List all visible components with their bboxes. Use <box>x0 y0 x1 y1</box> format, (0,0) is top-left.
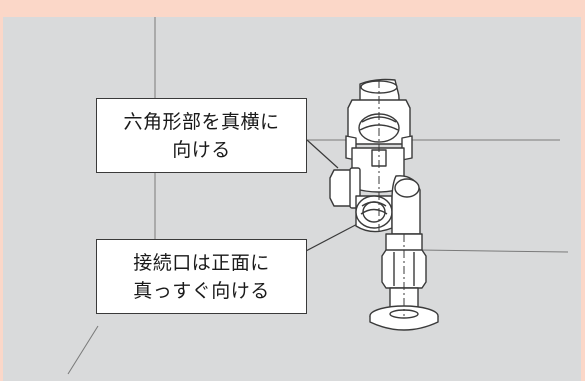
front-port-thread <box>360 201 388 215</box>
wall-corner-lines <box>67 17 569 375</box>
callout-connection-port: 接続口は正面に 真っすぐ向ける <box>96 239 307 314</box>
callout-hex-line1: 六角形部を真横に <box>123 110 280 133</box>
floor-horizontal-line <box>419 249 569 253</box>
callout-port-line1: 接続口は正面に <box>133 251 270 274</box>
elbow-mouth <box>394 178 420 198</box>
diagram-panel <box>3 17 581 381</box>
body-slot <box>371 149 387 167</box>
leader-hex <box>306 139 339 169</box>
faucet-valve <box>329 78 439 331</box>
valve-illustration <box>67 17 569 375</box>
front-port-inner <box>362 201 386 223</box>
callout-port-line2: 真っすぐ向ける <box>133 279 270 302</box>
floor-diagonal-line <box>67 325 99 375</box>
base-flange-rim <box>369 316 439 331</box>
callout-hex-part: 六角形部を真横に 向ける <box>96 98 307 173</box>
callout-hex-line2: 向ける <box>172 138 231 161</box>
